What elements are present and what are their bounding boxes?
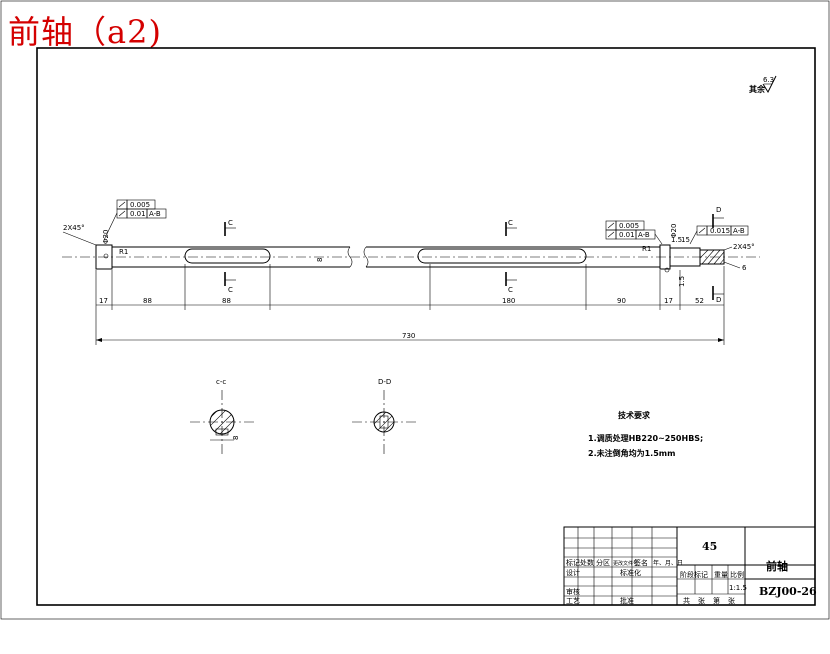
- tech-req-item-2: 2.未注倒角均为1.5mm: [588, 448, 675, 458]
- dim-total: 730: [402, 332, 415, 340]
- tb-drawing-no: BZJ00-26: [759, 585, 817, 598]
- right-flatness: 0.005: [619, 222, 639, 230]
- tb-sheet-2: 张: [698, 596, 705, 605]
- section-marks: [224, 214, 724, 300]
- section-left-dim: 8: [232, 436, 240, 440]
- small-dim-c: 1.5: [678, 276, 686, 287]
- section-label-c-top-2: C: [508, 219, 513, 227]
- tb-material: 45: [702, 540, 717, 553]
- groove-depth: 6: [742, 264, 747, 272]
- tb-scale: 1:1.5: [729, 584, 747, 592]
- section-label-d-top: D: [716, 206, 721, 214]
- right-datum: A-B: [638, 231, 650, 239]
- tb-row-label-2: 处数: [580, 558, 594, 567]
- section-right-label: D-D: [378, 378, 391, 386]
- keyway-right: [417, 248, 587, 264]
- roughness-symbol: [762, 75, 777, 94]
- fillet-right: R1: [642, 245, 651, 253]
- left-flatness: 0.005: [130, 201, 150, 209]
- tb-stage-label: 阶段标记: [680, 570, 708, 579]
- keyway-left: [184, 248, 271, 264]
- right-runout: 0.01: [619, 231, 635, 239]
- chamfer-right: 2X45°: [733, 243, 755, 251]
- tb-sheet-4: 张: [728, 596, 735, 605]
- small-dim-a: 1.5: [671, 236, 682, 244]
- drawing-caption: 前轴（a2): [8, 13, 162, 51]
- shaft-main-view: [62, 244, 760, 270]
- tb-std-label: 标准化: [620, 568, 641, 577]
- fillet-left: R1: [119, 248, 128, 256]
- left-runout: 0.01: [130, 210, 146, 218]
- section-view-right: [352, 390, 416, 456]
- surface-value: 6.3: [763, 76, 774, 84]
- tech-req-title: 技术要求: [618, 410, 651, 420]
- chamfer-left: 2X45°: [63, 224, 85, 232]
- tolerance-frame-right: [605, 220, 663, 245]
- section-left-label: c-c: [216, 378, 226, 386]
- key-width: 8: [316, 258, 324, 262]
- tb-part-name: 前轴: [766, 559, 788, 573]
- section-label-d-bot: D: [716, 296, 721, 304]
- dim-segment-6: 17: [664, 297, 673, 305]
- section-view-left: [190, 390, 256, 456]
- tb-left-label-3: 工艺: [566, 597, 580, 605]
- small-dim-b: 15: [681, 236, 690, 244]
- dimension-lines: [95, 264, 725, 345]
- dim-segment-3: 88: [222, 297, 231, 305]
- tech-req-item-1: 1.调质处理HB220~250HBS;: [588, 433, 703, 443]
- end-hatch: [699, 249, 725, 265]
- tb-sheet-1: 共: [683, 596, 690, 605]
- dim-segment-5: 90: [617, 297, 626, 305]
- tb-left-label-1: 设计: [566, 568, 580, 577]
- dim-segment-4: 180: [502, 297, 515, 305]
- tb-scale-label: 比例: [730, 570, 744, 579]
- dia-right: Φ20: [670, 224, 678, 238]
- section-label-c-bot-2: C: [508, 286, 513, 294]
- tb-row-label-1: 标记: [566, 558, 580, 567]
- tb-sheet-3: 第: [713, 596, 720, 605]
- dim-segment-2: 88: [143, 297, 152, 305]
- tb-row-label-6: 年、月、日: [653, 559, 683, 567]
- dia-left: Φ20: [102, 230, 110, 244]
- dim-segment-1: 17: [99, 297, 108, 305]
- tolerance-frame-left: [103, 199, 167, 241]
- tb-row-label-3: 分区: [596, 558, 610, 567]
- title-block: [563, 526, 816, 606]
- tb-row-label-4: 更改文件号: [613, 560, 638, 567]
- tb-row-label-5: 签名: [634, 558, 648, 567]
- section-label-c-top-1: C: [228, 219, 233, 227]
- dim-segment-7: 52: [695, 297, 704, 305]
- far-right-datum: A-B: [733, 227, 745, 235]
- inner-frame: [36, 47, 816, 606]
- left-datum: A-B: [149, 210, 161, 218]
- tb-left-label-2: 审核: [566, 587, 580, 596]
- section-label-c-bot-1: C: [228, 286, 233, 294]
- tb-approve-label: 批准: [620, 596, 634, 605]
- surface-note: 其余: [749, 84, 766, 94]
- tb-weight-label: 重量: [714, 571, 728, 579]
- far-right-runout: 0.015: [710, 227, 730, 235]
- outer-frame: [0, 0, 830, 620]
- tolerance-frame-far-right: [689, 225, 749, 245]
